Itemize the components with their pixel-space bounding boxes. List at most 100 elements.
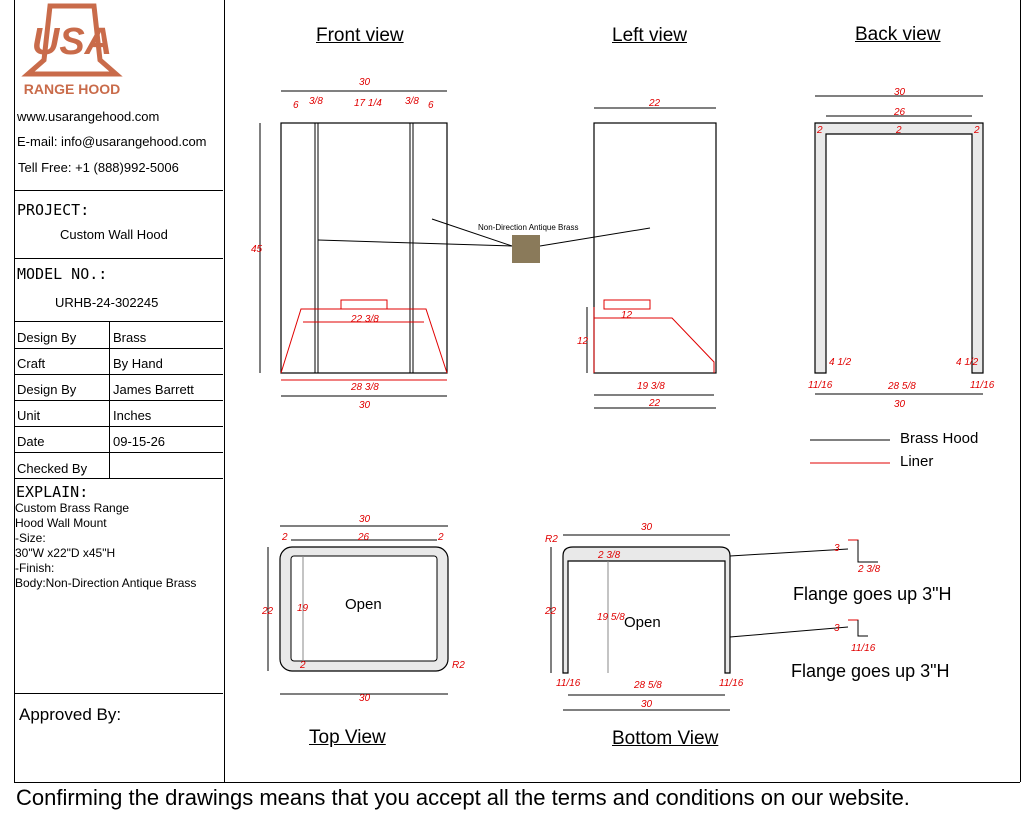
bottom-view-drawing bbox=[550, 534, 849, 711]
spec-table-column-divider bbox=[109, 321, 110, 478]
top-dim-wall-right: 2 bbox=[437, 532, 444, 543]
flange1-height: 3 bbox=[834, 543, 840, 554]
antique-brass-swatch bbox=[512, 235, 540, 263]
top-dim-wall-left: 2 bbox=[281, 532, 288, 543]
back-dim-return-left: 4 1/2 bbox=[829, 357, 852, 368]
divider bbox=[14, 321, 223, 322]
explain-body: Custom Brass Range Hood Wall Mount -Size… bbox=[15, 501, 197, 590]
left-dim-liner-bottom: 19 3/8 bbox=[637, 381, 665, 392]
flange1-width: 2 3/8 bbox=[857, 564, 881, 575]
back-dim-flange-left: 11/16 bbox=[808, 380, 833, 391]
spec-row-divider bbox=[14, 348, 223, 349]
front-dim-liner-bottom: 28 3/8 bbox=[350, 382, 379, 393]
spec-label: Craft bbox=[17, 356, 46, 371]
flange-note-2: Flange goes up 3"H bbox=[791, 661, 950, 681]
bottom-dim-depth: 22 bbox=[544, 606, 557, 617]
left-dim-top: 22 bbox=[648, 98, 661, 109]
spec-row-divider bbox=[14, 400, 223, 401]
back-view-title: Back view bbox=[855, 24, 941, 45]
back-dim-return-right: 4 1/2 bbox=[956, 357, 979, 368]
back-view-drawing bbox=[814, 95, 984, 395]
front-view-title: Front view bbox=[316, 25, 404, 46]
front-dim-frac1: 3/8 bbox=[309, 96, 323, 107]
back-dim-wall-right: 2 bbox=[973, 125, 980, 136]
spec-value: 09-15-26 bbox=[113, 434, 166, 449]
back-dim-flange-right: 11/16 bbox=[970, 380, 995, 391]
top-dim-radius: R2 bbox=[452, 660, 465, 671]
spec-label: Checked By bbox=[17, 461, 88, 476]
front-dim-bottom: 30 bbox=[359, 400, 371, 411]
spec-label: Unit bbox=[17, 408, 41, 423]
back-dim-bottom: 30 bbox=[894, 399, 906, 410]
spec-value: By Hand bbox=[113, 356, 163, 371]
spec-value: James Barrett bbox=[113, 382, 194, 397]
phone-number: Tell Free: +1 (888)992-5006 bbox=[18, 160, 179, 175]
legend-label-brass-hood: Brass Hood bbox=[900, 430, 979, 447]
front-dim-frac2: 3/8 bbox=[405, 96, 419, 107]
front-dim-left-offset: 6 bbox=[293, 100, 299, 111]
back-dim-wall-left: 2 bbox=[816, 125, 823, 136]
front-dim-right-offset: 6 bbox=[428, 100, 434, 111]
bottom-dim-radius: R2 bbox=[545, 534, 558, 545]
spec-row-divider bbox=[14, 426, 223, 427]
right-border bbox=[1020, 0, 1021, 782]
top-view-title: Top View bbox=[309, 727, 386, 748]
flange2-height: 3 bbox=[834, 623, 840, 634]
back-dim-inner-bottom: 28 5/8 bbox=[887, 381, 916, 392]
top-dim-bottom: 30 bbox=[359, 693, 371, 704]
email-link[interactable]: E-mail: info@usarangehood.com bbox=[17, 134, 207, 149]
left-view-title: Left view bbox=[612, 25, 687, 46]
back-dim-top: 30 bbox=[894, 87, 906, 98]
website-link[interactable]: www.usarangehood.com bbox=[17, 109, 160, 124]
front-dim-top: 30 bbox=[359, 77, 371, 88]
bottom-dim-inner-bottom: 28 5/8 bbox=[633, 680, 662, 691]
bottom-dim-top: 30 bbox=[641, 522, 653, 533]
divider bbox=[14, 258, 223, 259]
spec-label: Design By bbox=[17, 382, 77, 397]
model-label: MODEL NO.: bbox=[17, 265, 108, 283]
front-dim-mid: 17 1/4 bbox=[354, 98, 382, 109]
top-dim-inner-depth: 19 bbox=[297, 603, 309, 614]
bottom-view-title: Bottom View bbox=[612, 728, 719, 749]
bottom-dim-flange-left: 11/16 bbox=[556, 678, 581, 689]
left-view-drawing bbox=[586, 107, 717, 409]
top-dim-top: 30 bbox=[359, 514, 371, 525]
flange-note-1: Flange goes up 3"H bbox=[793, 584, 952, 604]
front-dim-liner-top: 22 3/8 bbox=[350, 314, 379, 325]
front-dim-height: 45 bbox=[251, 244, 263, 255]
title-block-sidebar bbox=[14, 0, 225, 782]
divider bbox=[14, 190, 223, 191]
usa-range-hood-logo: USA RANGE HOOD bbox=[21, 3, 123, 97]
flange2-width: 11/16 bbox=[851, 643, 876, 654]
left-dim-liner-height: 12 bbox=[577, 336, 589, 347]
top-dim-back-wall: 2 bbox=[299, 660, 306, 671]
left-dim-liner-top: 12 bbox=[621, 310, 633, 321]
bottom-dim-wall: 2 3/8 bbox=[597, 550, 621, 561]
back-dim-inner: 26 bbox=[893, 107, 906, 118]
top-dim-depth: 22 bbox=[261, 606, 274, 617]
left-dim-bottom: 22 bbox=[648, 398, 661, 409]
bottom-dim-inner-depth: 19 5/8 bbox=[597, 612, 625, 623]
logo-letters: USA bbox=[32, 21, 112, 63]
spec-value: Inches bbox=[113, 408, 152, 423]
footer-divider bbox=[14, 782, 1020, 783]
top-view-open-label: Open bbox=[345, 596, 382, 613]
top-dim-inner: 26 bbox=[357, 532, 370, 543]
bottom-dim-bottom: 30 bbox=[641, 699, 653, 710]
spec-value: Brass bbox=[113, 330, 147, 345]
approved-by-label: Approved By: bbox=[19, 705, 122, 724]
spec-row-divider bbox=[14, 452, 223, 453]
divider bbox=[14, 478, 223, 479]
logo-tagline: RANGE HOOD bbox=[24, 81, 120, 97]
spec-row-divider bbox=[14, 374, 223, 375]
spec-label: Design By bbox=[17, 330, 77, 345]
legend-label-liner: Liner bbox=[900, 453, 934, 470]
terms-footer: Confirming the drawings means that you a… bbox=[16, 785, 910, 810]
front-view-drawing bbox=[259, 90, 448, 397]
top-view-drawing bbox=[267, 525, 449, 695]
project-value: Custom Wall Hood bbox=[60, 227, 168, 242]
bottom-view-open-label: Open bbox=[624, 614, 661, 631]
bottom-dim-flange-right: 11/16 bbox=[719, 678, 744, 689]
explain-label: EXPLAIN: bbox=[16, 483, 89, 501]
